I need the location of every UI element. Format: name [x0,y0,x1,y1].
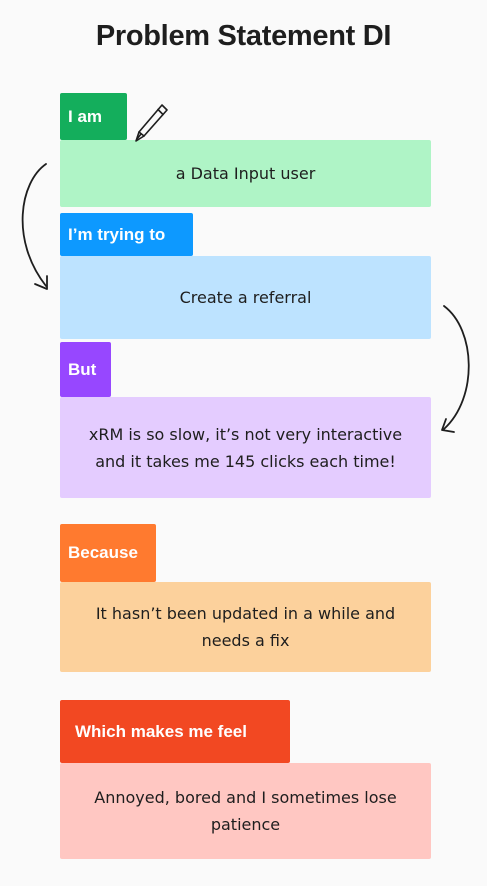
sticky-note-trying-to: Create a referral [60,256,431,339]
sticky-note-because: It hasn’t been updated in a while and ne… [60,582,431,672]
curved-arrow-icon [21,163,48,290]
sticky-note-makes-me-feel: Annoyed, bored and I sometimes lose pati… [60,763,431,859]
tag-trying-to: I’m trying to [60,213,193,256]
tag-label: Which makes me feel [75,721,247,741]
pencil-icon [135,104,168,142]
tag-label: Because [68,543,138,562]
curved-arrow-icon [441,305,470,433]
note-text: Annoyed, bored and I sometimes lose pati… [94,788,397,834]
sticky-note-i-am: a Data Input user [60,140,431,207]
note-text: It hasn’t been updated in a while and ne… [95,604,396,650]
tag-makes-me-feel: Which makes me feel [60,700,290,763]
tag-label: I’m trying to [68,224,166,244]
note-text: xRM is so slow, it’s not very interactiv… [88,424,403,471]
note-text: a Data Input user [175,164,316,183]
tag-but: But [60,342,111,397]
tag-because: Because [60,524,156,582]
tag-label: I am [68,106,103,126]
note-text: Create a referral [179,288,312,307]
tag-label: But [68,359,97,379]
page-title: Problem Statement DI [95,20,392,52]
sticky-note-but: xRM is so slow, it’s not very interactiv… [60,397,431,498]
tag-i-am: I am [60,93,127,140]
